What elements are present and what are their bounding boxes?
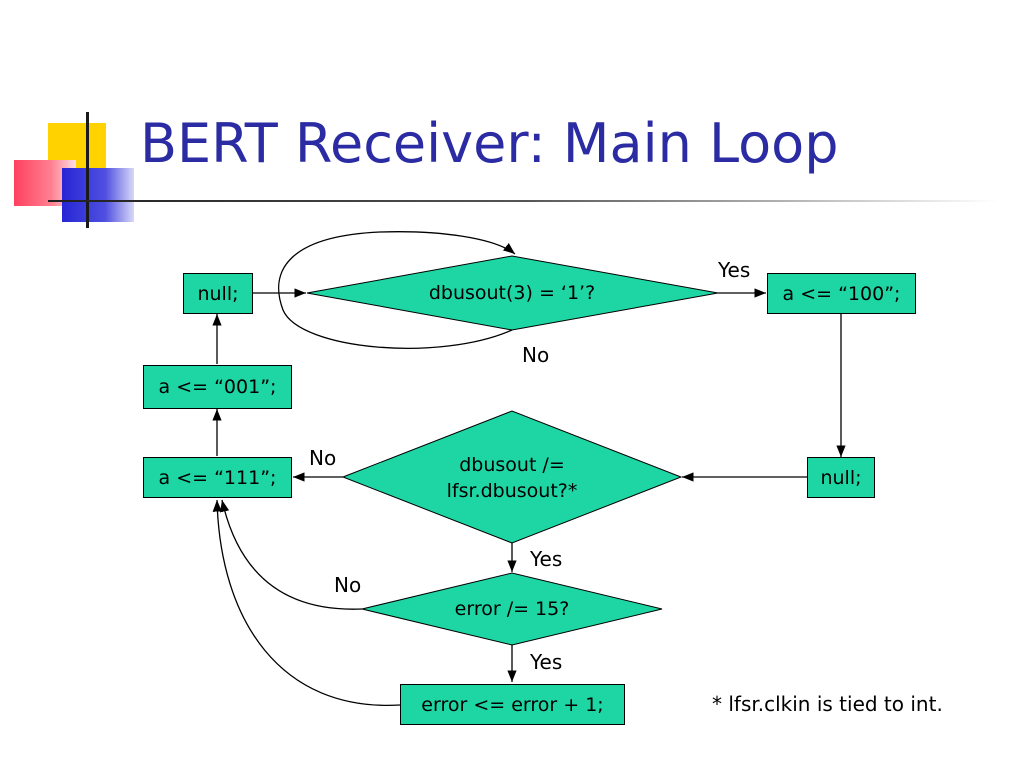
edge-label-yes-middle: Yes [530,547,563,571]
node-assign-001: a <= “001”; [143,365,292,409]
node-null-right: null; [807,457,875,498]
edge-increment-to-111 [212,499,401,706]
edge-label-yes-error: Yes [530,650,563,674]
node-null-top: null; [183,273,253,314]
decision-error-diamond [361,572,663,646]
edge-label-no-middle: No [309,446,337,470]
title-underline [48,200,998,202]
edge-label-no-top: No [522,343,550,367]
decision-lfsr-diamond [341,410,683,544]
edge-decision-no-loop [278,231,516,349]
decision-lfsr-label-line1: dbusout /= [459,454,565,476]
footnote: * lfsr.clkin is tied to int. [712,692,943,716]
edge-label-yes-top: Yes [718,258,751,282]
node-error-increment: error <= error + 1; [400,684,625,725]
decision-lfsr-label-line2: lfsr.dbusout?* [446,480,578,502]
decorative-vertical-line [86,112,89,228]
decision-dbusout-label: dbusout(3) = ‘1’? [428,282,596,304]
decision-error-label: error /= 15? [454,598,570,620]
decorative-blue-square [62,168,134,222]
edge-error-no [220,499,363,610]
node-assign-111: a <= “111”; [143,457,292,498]
node-assign-100: a <= “100”; [767,273,916,314]
slide-title: BERT Receiver: Main Loop [140,112,839,175]
edge-label-no-error: No [334,573,362,597]
